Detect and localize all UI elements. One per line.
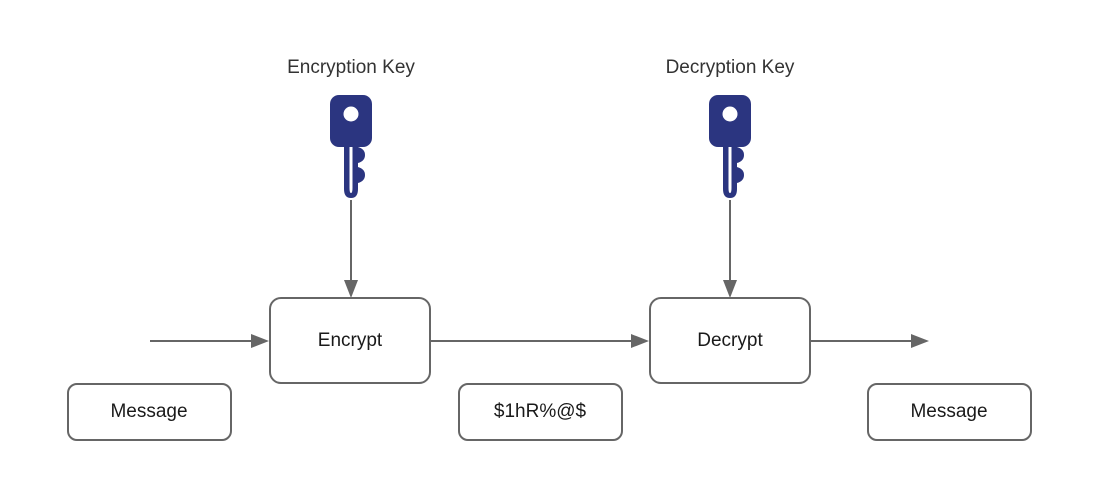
key-icon-encryption bbox=[330, 95, 372, 198]
key-icon-decryption bbox=[709, 95, 751, 198]
arrowhead-decryption-key-to-decrypt bbox=[723, 280, 737, 298]
encrypt-node[interactable]: Encrypt bbox=[269, 297, 431, 384]
plaintext-out-node[interactable]: Message bbox=[867, 383, 1032, 441]
encrypt-node-label: Encrypt bbox=[318, 330, 383, 351]
arrowhead-decrypt-to-output bbox=[911, 334, 929, 348]
connector-encrypt-to-decrypt bbox=[430, 334, 649, 348]
arrowhead-encrypt-to-decrypt bbox=[631, 334, 649, 348]
decryption-key-caption: Decryption Key bbox=[666, 57, 795, 78]
arrowhead-input-to-encrypt bbox=[251, 334, 269, 348]
ciphertext-label: $1hR%@$ bbox=[494, 401, 587, 422]
plaintext-out-label: Message bbox=[910, 401, 987, 422]
plaintext-out-shape[interactable] bbox=[867, 383, 1032, 441]
arrowhead-encryption-key-to-encrypt bbox=[344, 280, 358, 298]
ciphertext-node[interactable]: $1hR%@$ bbox=[458, 383, 623, 441]
decrypt-node-label: Decrypt bbox=[697, 330, 763, 351]
connector-decrypt-to-output bbox=[810, 334, 929, 348]
connector-input-to-encrypt bbox=[150, 334, 269, 348]
encryption-key-group: Encryption Key bbox=[287, 57, 415, 298]
decryption-key-group: Decryption Key bbox=[666, 57, 795, 298]
decrypt-node[interactable]: Decrypt bbox=[649, 297, 811, 384]
plaintext-in-label: Message bbox=[110, 401, 187, 422]
plaintext-in-node[interactable]: Message bbox=[67, 383, 232, 441]
encryption-key-caption: Encryption Key bbox=[287, 57, 415, 78]
ciphertext-shape[interactable] bbox=[458, 383, 623, 441]
plaintext-in-shape[interactable] bbox=[67, 383, 232, 441]
